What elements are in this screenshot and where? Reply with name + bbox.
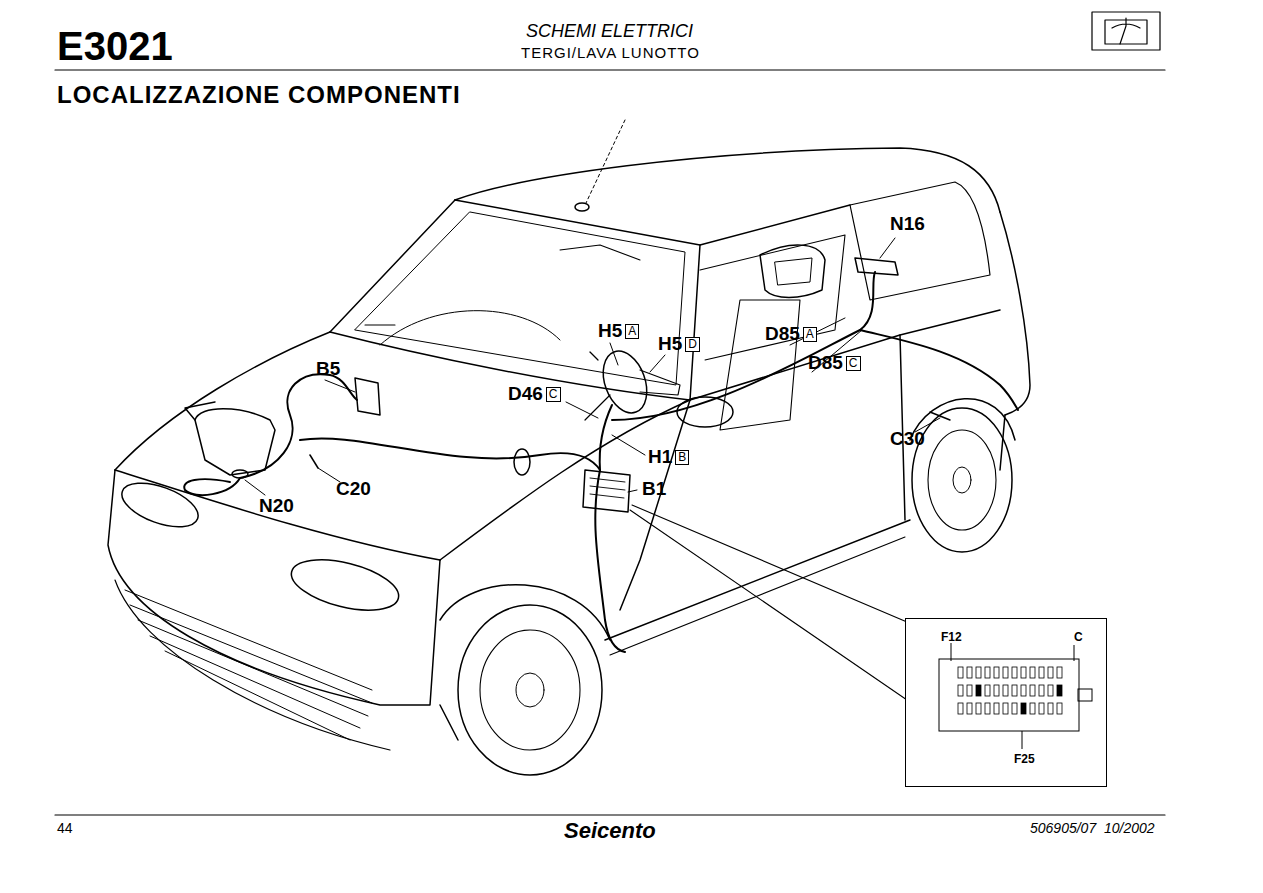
connector-callout: H5A <box>598 320 639 342</box>
callout-label: D46 <box>508 383 543 404</box>
page-title: LOCALIZZAZIONE COMPONENTI <box>57 82 461 108</box>
callout-label: N16 <box>890 214 925 235</box>
connector-letter-box: C <box>846 356 861 371</box>
callout-label: D85 <box>765 323 800 344</box>
sheet-code: E3021 <box>57 24 173 68</box>
fuse-label: C <box>1074 631 1083 643</box>
callout-label: H1 <box>648 446 672 467</box>
model-name: Seicento <box>564 819 656 843</box>
fuse-box-detail: F12 C F25 <box>905 618 1107 787</box>
fuse-box-drawing <box>906 619 1106 786</box>
document-code: 506905/07 <box>1030 821 1096 836</box>
callout-label: D85 <box>808 352 843 373</box>
fuse-label: F25 <box>1014 753 1035 765</box>
callout-label: H5 <box>598 320 622 341</box>
callout-label: N20 <box>259 496 294 517</box>
fuse-label: F12 <box>941 631 962 643</box>
callout-label: C30 <box>890 429 925 450</box>
connector-letter-box: A <box>803 327 817 342</box>
callout-label: C20 <box>336 479 371 500</box>
document-date: 10/2002 <box>1104 821 1155 836</box>
connector-letter-box: B <box>675 450 689 465</box>
connector-letter-box: D <box>685 337 700 352</box>
connector-callout: H1B <box>648 446 689 468</box>
connector-letter-box: C <box>546 387 561 402</box>
connector-letter-box: A <box>625 324 639 339</box>
connector-callout: D85A <box>765 323 817 345</box>
page-number: 44 <box>57 821 73 836</box>
callout-label: B5 <box>316 359 340 380</box>
header-text: TERGI/LAVA LUNOTTO <box>521 45 700 62</box>
callout-label: B1 <box>642 479 666 500</box>
callout-label: H5 <box>658 333 682 354</box>
header-text: SCHEMI ELETTRICI <box>526 22 693 42</box>
connector-callout: D46C <box>508 383 561 405</box>
connector-callout: H5D <box>658 333 700 355</box>
connector-callout: D85C <box>808 352 861 374</box>
